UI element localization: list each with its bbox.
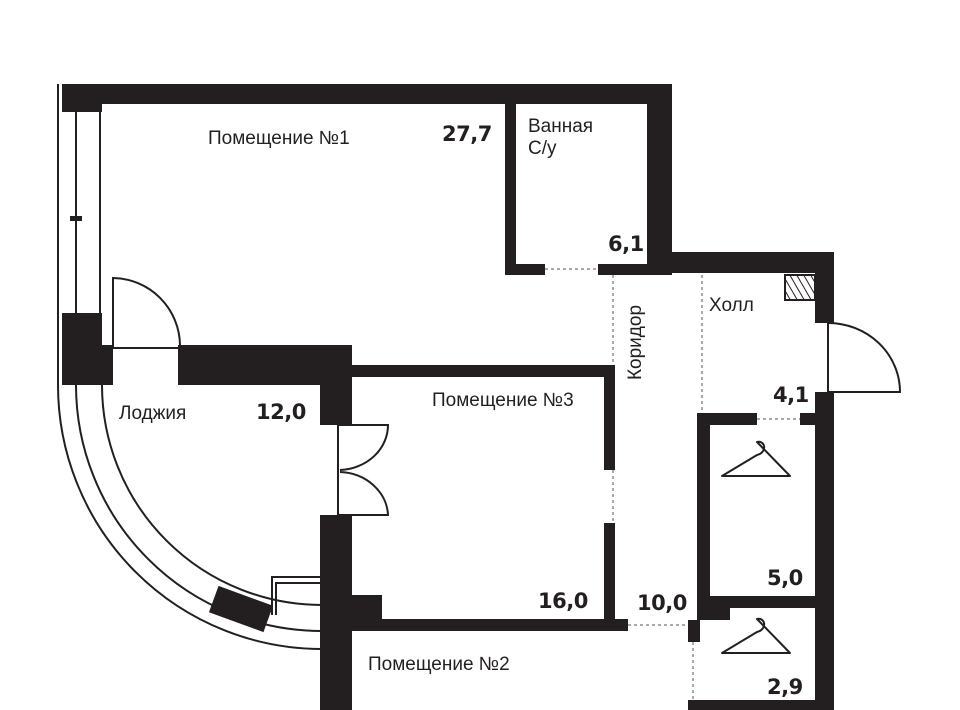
walls xyxy=(62,84,834,710)
room-area: 27,7 xyxy=(442,122,492,146)
room-area: 2,9 xyxy=(767,675,803,699)
room-label: С/у xyxy=(528,138,557,159)
room-label: Холл xyxy=(709,295,754,316)
room-label: Коридор xyxy=(625,304,647,381)
room-area: 4,1 xyxy=(773,383,809,407)
window-icon xyxy=(57,84,323,650)
door-swing-icon xyxy=(112,276,902,516)
room-boundaries xyxy=(545,268,800,700)
hanger-icon xyxy=(721,440,791,477)
room-label: Помещение №2 xyxy=(368,654,510,675)
room-label: Ванная xyxy=(528,116,594,137)
room-label: Помещение №1 xyxy=(208,128,350,149)
room-area: 16,0 xyxy=(538,589,588,613)
room-area: 10,0 xyxy=(637,591,687,615)
room-label: Помещение №3 xyxy=(432,390,574,411)
room-area: 5,0 xyxy=(767,566,803,590)
ventilation-shaft-icon xyxy=(784,274,816,301)
room-label: Лоджия xyxy=(119,403,187,424)
room-area: 12,0 xyxy=(256,400,306,424)
hanger-icon xyxy=(721,617,791,654)
room-area: 6,1 xyxy=(608,232,644,256)
